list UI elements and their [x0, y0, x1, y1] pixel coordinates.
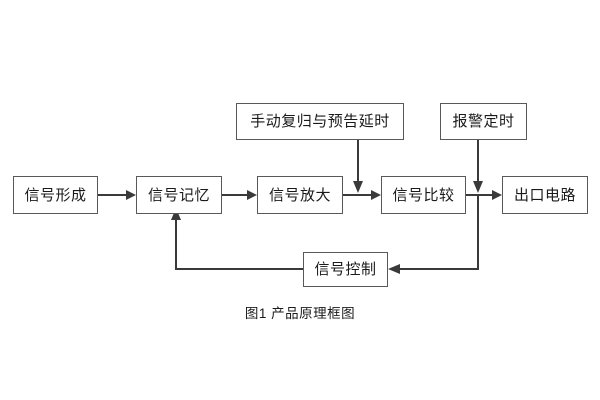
arrowhead-alarmtimer-down — [473, 181, 483, 193]
node-signal-control[interactable]: 信号控制 — [303, 252, 388, 287]
node-signal-compare[interactable]: 信号比较 — [381, 176, 466, 214]
figure-caption: 图1 产品原理框图 — [244, 306, 356, 321]
node-manual-reset-delay[interactable]: 手动复归与预告延时 — [236, 103, 404, 140]
arrowhead-amplify-to-compare — [371, 190, 381, 200]
arrowhead-memory-to-amplify — [247, 190, 257, 200]
node-signal-formation[interactable]: 信号形成 — [13, 176, 98, 214]
edge-alarmtimer-to-control — [400, 195, 479, 270]
arrowhead-formation-to-memory — [126, 190, 136, 200]
arrowhead-compare-to-output — [492, 190, 502, 200]
arrowhead-manualreset-down — [353, 181, 363, 193]
arrowhead-control-to-memory — [171, 208, 181, 220]
node-signal-amplify[interactable]: 信号放大 — [257, 176, 343, 214]
arrowhead-alarmtimer-to-control — [388, 264, 400, 274]
node-output-circuit[interactable]: 出口电路 — [502, 176, 588, 214]
node-alarm-timer[interactable]: 报警定时 — [440, 103, 527, 140]
edge-control-to-memory — [175, 220, 303, 270]
node-signal-memory[interactable]: 信号记忆 — [136, 176, 222, 214]
